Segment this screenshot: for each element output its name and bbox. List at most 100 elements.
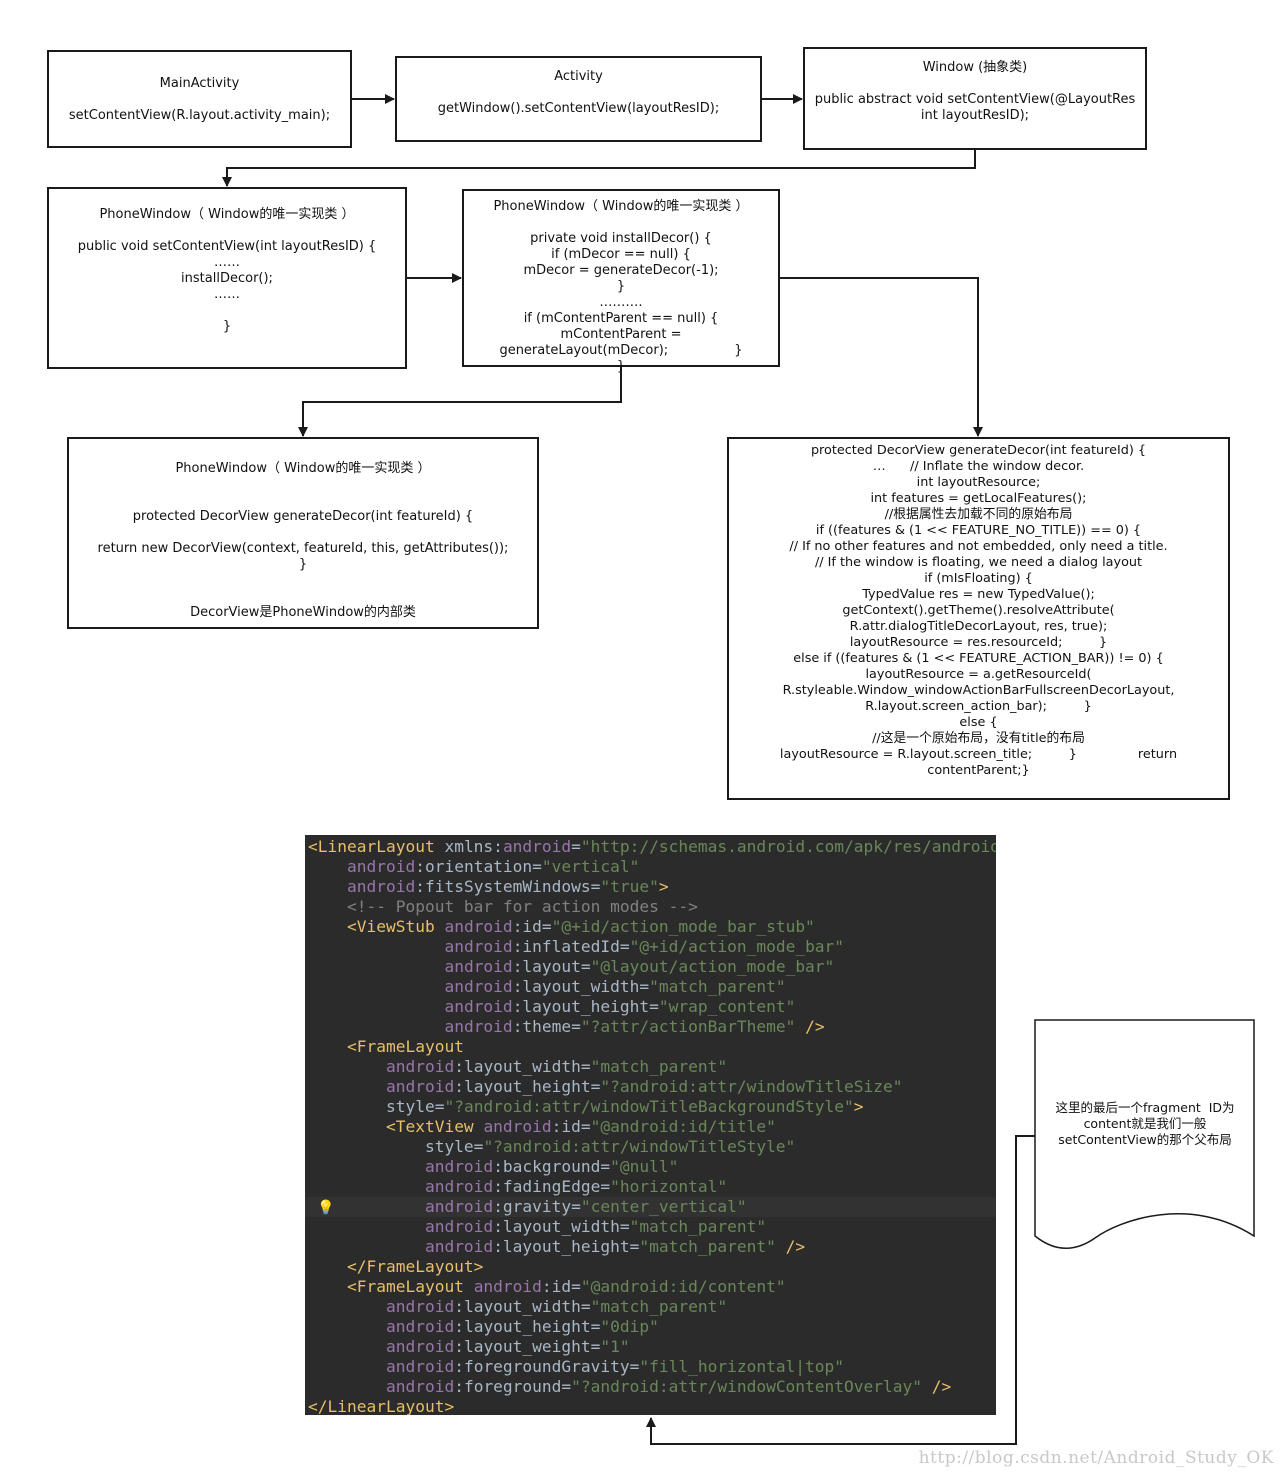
text-line	[49, 303, 405, 319]
code-token: android	[444, 1017, 513, 1036]
text-line	[69, 493, 537, 509]
code-token: "@null"	[610, 1157, 679, 1176]
code-line: android:layout_height="match_parent" />	[305, 1237, 996, 1257]
code-token: >	[853, 1097, 864, 1116]
text-line: setContentView的那个父布局	[1058, 1132, 1232, 1147]
code-token: :foreground=	[454, 1377, 572, 1396]
code-token: android	[385, 1317, 455, 1336]
text-line: private void installDecor() {	[530, 231, 712, 246]
text-line: Activity	[554, 69, 603, 84]
code-token	[308, 977, 444, 996]
code-token: :id=	[551, 1117, 591, 1136]
code-token	[308, 1317, 386, 1336]
text-line	[69, 525, 537, 541]
code-token: <!-- Popout bar for action modes -->	[346, 897, 698, 916]
code-token	[308, 877, 347, 896]
text-line: if (mDecor == null) {	[551, 247, 691, 262]
text-line: return new DecorView(context, featureId,…	[97, 541, 509, 556]
code-token: "http://schemas.android.com/apk/res/andr…	[580, 837, 996, 856]
code-token: />	[775, 1237, 806, 1256]
text-line: installDecor();	[181, 271, 273, 286]
text-line: PhoneWindow（ Window的唯一实现类 ）	[175, 461, 431, 476]
arrow-installdecor-to-generatelayout	[779, 277, 983, 437]
text-line: R.styleable.Window_windowActionBarFullsc…	[782, 683, 1175, 698]
text-line	[69, 589, 537, 605]
code-line: android:layout_height="wrap_content"	[305, 997, 996, 1017]
text-line: int layoutResource;	[916, 475, 1041, 490]
code-token: android	[483, 1117, 552, 1136]
code-line: android:fadingEdge="horizontal"	[305, 1177, 996, 1197]
lightbulb-icon[interactable]: 💡	[317, 1200, 335, 1216]
code-token: "@android:id/title"	[590, 1117, 776, 1136]
code-token	[308, 1117, 386, 1136]
code-token: "horizontal"	[610, 1177, 728, 1196]
code-token: :layout_width=	[512, 977, 650, 996]
code-token: style=	[308, 1137, 484, 1156]
code-token: <LinearLayout	[308, 837, 435, 856]
code-token: :layout_width=	[493, 1217, 630, 1236]
code-token	[308, 1297, 386, 1316]
arrow-note-to-code	[646, 1135, 1035, 1445]
text-line: MainActivity	[159, 76, 240, 91]
code-token: "center_vertical"	[580, 1197, 747, 1216]
code-token: "?android:attr/windowContentOverlay"	[571, 1377, 923, 1396]
code-token: android	[385, 1057, 455, 1076]
code-token: "true"	[600, 877, 659, 896]
text-line: }	[298, 557, 308, 572]
code-line: android:layout_width="match_parent"	[305, 1297, 996, 1317]
code-token: android	[502, 837, 572, 856]
code-token: :fadingEdge=	[493, 1177, 611, 1196]
code-token: android	[385, 1337, 455, 1356]
code-token: "?android:attr/windowTitleStyle"	[483, 1137, 796, 1156]
code-token: android	[444, 957, 513, 976]
text-line: TypedValue res = new TypedValue();	[862, 587, 1095, 602]
code-token: "0dip"	[600, 1317, 659, 1336]
code-token: "@android:id/content"	[580, 1277, 786, 1296]
text-line	[464, 215, 778, 231]
code-token: =	[571, 837, 581, 856]
text-line: setContentView(R.layout.activity_main);	[68, 108, 331, 123]
code-line: android:layout_width="match_parent"	[305, 1217, 996, 1237]
code-token: :theme=	[512, 1017, 581, 1036]
text-line: if (mContentParent == null) {	[523, 311, 719, 326]
text-line	[805, 76, 1145, 92]
text-line: //这是一个原始布局，没有title的布局	[872, 731, 1085, 746]
code-token	[308, 1257, 347, 1276]
code-token: :background=	[493, 1157, 611, 1176]
text-line: //根据属性去加载不同的原始布局	[884, 507, 1073, 522]
arrow-window-to-phonewindow	[222, 149, 976, 187]
code-token: android	[346, 877, 416, 896]
text-line	[69, 477, 537, 493]
code-token	[308, 1157, 425, 1176]
code-token	[308, 1377, 386, 1396]
code-token: android	[385, 1377, 455, 1396]
code-line: android:layout_height="?android:attr/win…	[305, 1077, 996, 1097]
code-token: xmlns:	[434, 837, 503, 856]
code-token: android	[473, 1277, 542, 1296]
text-line: ……….	[599, 295, 643, 310]
code-line: <LinearLayout xmlns:android="http://sche…	[305, 837, 996, 857]
text-line: // If no other features and not embedded…	[789, 539, 1168, 554]
code-token: "vertical"	[541, 857, 640, 876]
code-token: android	[385, 1357, 455, 1376]
code-line: android:layout_height="0dip"	[305, 1317, 996, 1337]
text-line: Window (抽象类)	[922, 60, 1028, 75]
code-line: android:layout_width="match_parent"	[305, 977, 996, 997]
text-line: }	[222, 319, 232, 334]
code-token: >	[658, 877, 669, 896]
box-phonewindow-generatedecor: PhoneWindow（ Window的唯一实现类 ） protected De…	[67, 437, 539, 629]
code-token: "match_parent"	[590, 1297, 728, 1316]
box-main-activity: MainActivity setContentView(R.layout.act…	[47, 50, 352, 148]
note-document-shape	[1034, 1019, 1255, 1249]
code-token: :foregroundGravity=	[454, 1357, 640, 1376]
code-token: android	[424, 1237, 494, 1256]
text-line: else if ((features & (1 << FEATURE_ACTIO…	[793, 651, 1164, 666]
text-line: ……	[214, 255, 240, 270]
text-line: }	[616, 279, 626, 294]
code-token: :orientation=	[415, 857, 542, 876]
text-line: public void setContentView(int layoutRes…	[77, 239, 377, 254]
code-token	[308, 1337, 386, 1356]
code-line: android:layout_width="match_parent"	[305, 1057, 996, 1077]
code-line: android:foreground="?android:attr/window…	[305, 1377, 996, 1397]
text-line	[397, 85, 760, 101]
